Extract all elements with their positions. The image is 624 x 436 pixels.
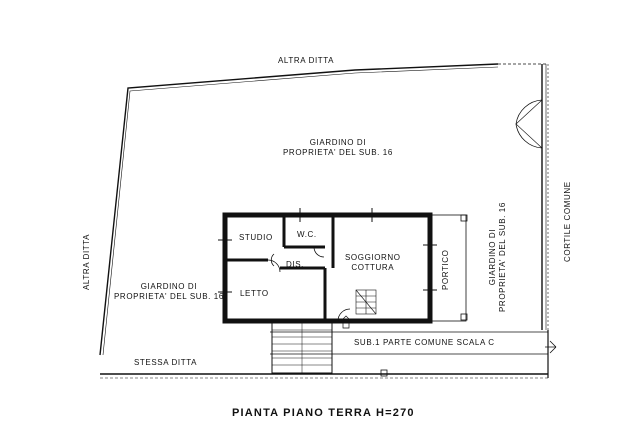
right-gate [515, 99, 543, 149]
dis-door [270, 253, 275, 267]
room-letto: LETTO [240, 289, 269, 298]
label-giardino-top: GIARDINO DI PROPRIETA' DEL SUB. 16 [283, 138, 393, 157]
interior-walls [225, 215, 335, 321]
portico-column [460, 214, 468, 222]
corridor-post [380, 369, 388, 377]
windows [218, 208, 437, 293]
entrance-arrow [339, 315, 353, 329]
portico-column [460, 313, 468, 321]
label-portico: PORTICO [441, 249, 450, 290]
room-wc: W.C. [297, 230, 317, 239]
label-stessa-ditta: STESSA DITTA [134, 358, 198, 367]
entry-arrow [545, 340, 557, 354]
label-giardino-right: GIARDINO DI PROPRIETA' DEL SUB. 16 [488, 202, 507, 312]
gate-leaf [515, 123, 543, 149]
label-giardino-left: GIARDINO DI PROPRIETA' DEL SUB. 16 [114, 282, 224, 301]
lot-boundary-inner [102, 66, 499, 356]
label-altra-ditta-left: ALTRA DITTA [82, 233, 91, 290]
house-walls [222, 212, 433, 324]
entry-door [337, 308, 351, 322]
studio-door [267, 259, 281, 273]
room-studio: STUDIO [239, 233, 273, 242]
label-sub-parte-comune: SUB.1 PARTE COMUNE SCALA C [354, 338, 495, 347]
drawing-title: PIANTA PIANO TERRA H=270 [232, 407, 415, 419]
label-altra-ditta-top: ALTRA DITTA [278, 56, 335, 65]
wc-door [313, 246, 325, 258]
gate-leaf [515, 99, 543, 125]
label-cortile-comune: CORTILE COMUNE [563, 181, 572, 262]
spiral-stair [355, 289, 377, 315]
lot-boundary [99, 63, 499, 356]
room-soggiorno: SOGGIORNO COTTURA [345, 253, 401, 272]
stair-treads [272, 323, 332, 373]
portico [431, 214, 467, 322]
room-dis: DIS. [286, 260, 304, 269]
